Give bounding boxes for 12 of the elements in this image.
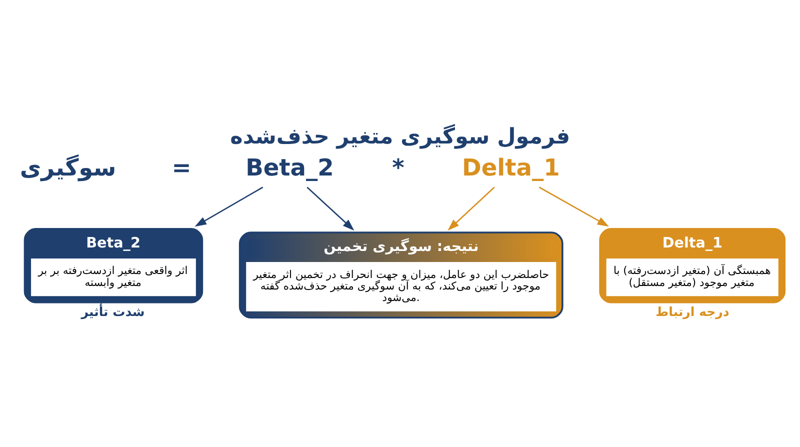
- label: =: [172, 154, 192, 182]
- node-text: Delta_1: [462, 154, 560, 182]
- label: سوگیری: [20, 154, 116, 182]
- arrow: [194, 186, 264, 227]
- arrow: [306, 186, 354, 231]
- node-label: شدت تأثیر: [81, 304, 145, 319]
- diagram-title: فرمول سوگیری متغیر حذف‌شده: [230, 124, 570, 150]
- label: *: [392, 154, 404, 182]
- arrow: [538, 186, 609, 227]
- node-text: Beta_2: [246, 154, 334, 182]
- node-label: درجه ارتباط: [656, 304, 730, 319]
- arrow: [448, 186, 495, 231]
